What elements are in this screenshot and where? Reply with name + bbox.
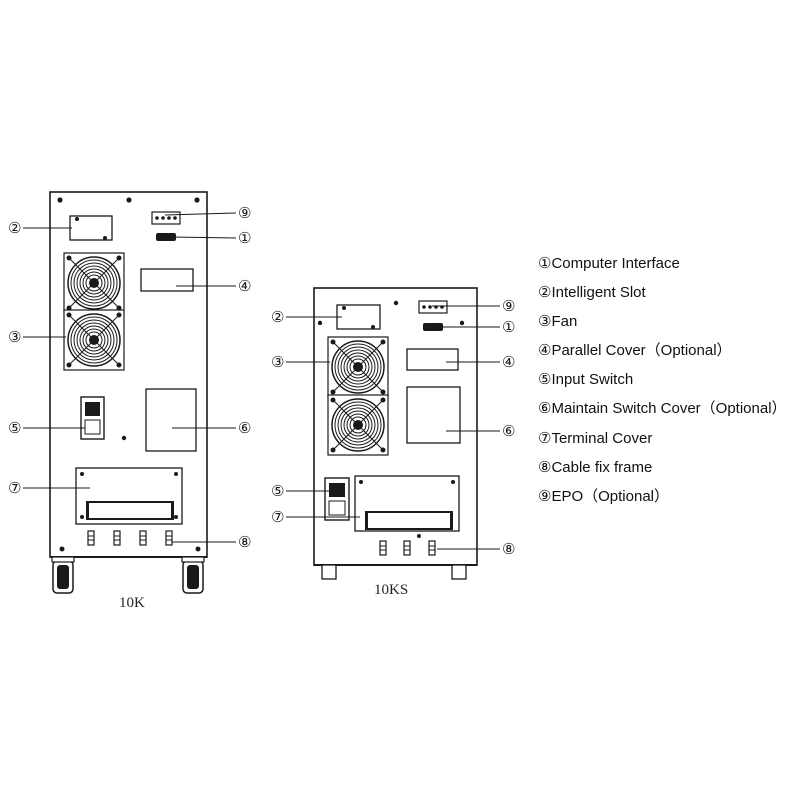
legend-item: ①Computer Interface: [538, 255, 680, 272]
callout-2-10k: ②: [8, 219, 21, 237]
callout-3-10k: ③: [8, 328, 21, 346]
callout-5-10k: ⑤: [8, 419, 21, 437]
parallel-cover-10ks: [406, 348, 459, 371]
callout-7-10k: ⑦: [8, 479, 21, 497]
epo-10ks: [418, 300, 448, 314]
callout-9-10k: ⑨: [238, 204, 251, 222]
computer-interface-10k: [156, 233, 176, 241]
legend-item: ⑧Cable fix frame: [538, 458, 653, 476]
legend-item: ②Intelligent Slot: [538, 284, 646, 302]
fan-10ks-bottom: [327, 394, 389, 456]
legend-item: ⑨EPO（Optional）: [538, 487, 669, 505]
legend-item: ③Fan: [538, 313, 578, 331]
computer-interface-10ks: [423, 323, 443, 331]
callout-1-10ks: ①: [502, 318, 515, 336]
legend-item: ④Parallel Cover（Optional）: [538, 342, 732, 360]
callout-2-10ks: ②: [271, 308, 284, 326]
callout-6-10ks: ⑥: [502, 422, 515, 440]
caption-10k: 10K: [119, 595, 145, 611]
legend-item: ⑤Input Switch: [538, 371, 634, 389]
legend-item: ⑦Terminal Cover: [538, 429, 653, 447]
callout-6-10k: ⑥: [238, 419, 251, 437]
callout-5-10ks: ⑤: [271, 482, 284, 500]
callout-1-10k: ①: [238, 229, 251, 247]
fan-10k-bottom: [63, 309, 125, 371]
fan-10k-top: [63, 252, 125, 314]
maintain-switch-cover-10k: [145, 388, 197, 452]
callout-4-10k: ④: [238, 277, 251, 295]
unit-10ks: [286, 287, 500, 580]
caption-10ks: 10KS: [374, 582, 409, 598]
callout-7-10ks: ⑦: [271, 508, 284, 526]
callout-9-10ks: ⑨: [502, 297, 515, 315]
callout-8-10ks: ⑧: [502, 540, 515, 558]
fan-10ks-top: [327, 336, 389, 398]
callout-4-10ks: ④: [502, 353, 515, 371]
unit-10k: [23, 191, 237, 594]
wheel-10k-right: [181, 556, 205, 594]
wheel-10k-left: [51, 556, 75, 594]
maintain-switch-cover-10ks: [406, 386, 461, 444]
legend: ①Computer Interface ②Intelligent Slot ③F…: [538, 254, 787, 516]
legend-item: ⑥Maintain Switch Cover（Optional）: [538, 400, 787, 418]
callout-3-10ks: ③: [271, 353, 284, 371]
parallel-cover-10k: [140, 268, 194, 292]
callout-8-10k: ⑧: [238, 533, 251, 551]
